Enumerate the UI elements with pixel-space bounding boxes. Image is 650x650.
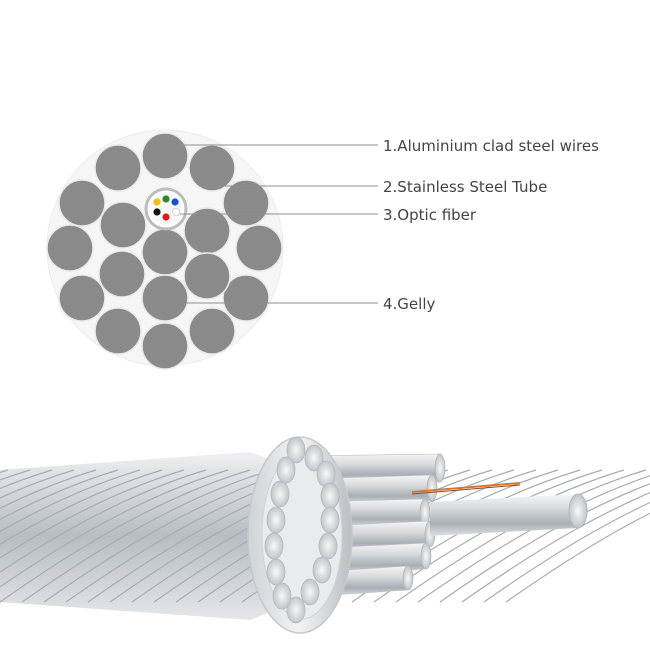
inner-wire-rod-end	[402, 565, 414, 591]
strand-line	[0, 469, 251, 603]
steel-wire	[188, 307, 236, 355]
strand-line	[417, 475, 650, 603]
steel-wire	[141, 228, 189, 276]
strand-line	[0, 469, 141, 533]
steel-wire	[141, 322, 189, 370]
steel-wire	[183, 252, 231, 300]
cable-3d-illustration	[0, 436, 650, 634]
cut-end-wire-face	[286, 596, 306, 624]
cut-end-wire-face	[264, 532, 284, 560]
steel-wire	[99, 201, 147, 249]
optic-fiber-core	[162, 195, 170, 203]
steel-wire	[222, 274, 270, 322]
strand-line	[0, 469, 207, 573]
steel-wire	[58, 179, 106, 227]
strand-line	[505, 512, 650, 603]
strand-line	[21, 469, 273, 603]
steel-wire	[58, 274, 106, 322]
label-stainless-steel-tube: 2.Stainless Steel Tube	[383, 178, 547, 196]
strand-line	[483, 501, 650, 603]
steel-wire	[188, 144, 236, 192]
label-aluminium-clad-steel-wires: 1.Aluminium clad steel wires	[383, 137, 599, 155]
steel-wire	[222, 179, 270, 227]
stainless-steel-tube	[144, 187, 188, 231]
label-optic-fiber: 3.Optic fiber	[383, 206, 477, 224]
strand-line	[0, 469, 229, 588]
inner-wire-rod-end	[434, 453, 446, 483]
cut-end-wire-face	[286, 436, 306, 464]
strand-line	[439, 483, 650, 603]
cut-end-wire-face	[318, 532, 338, 560]
optic-fiber-core	[162, 213, 170, 221]
cable-cross-section	[46, 129, 284, 370]
inner-wire-rod-end	[420, 542, 432, 570]
cut-end-wire-faces	[264, 436, 340, 624]
label-gelly: 4.Gelly	[383, 295, 435, 313]
strand-line	[461, 492, 650, 603]
strand-line	[0, 469, 97, 509]
cut-end-wire-face	[312, 556, 332, 584]
aluminium-clad-steel-wire-group	[46, 132, 283, 370]
optic-fiber-strand	[411, 482, 521, 495]
optic-fiber-core	[171, 198, 179, 206]
steel-wire	[141, 274, 189, 322]
cut-end-wire-face	[270, 480, 290, 508]
cut-end-wire-face	[272, 582, 292, 610]
cut-end-wire-face	[320, 506, 340, 534]
steel-wire	[46, 224, 94, 272]
cut-end-wire-face	[266, 558, 286, 586]
inner-wire-rod-end	[426, 474, 438, 502]
steel-wire	[235, 224, 283, 272]
cut-end-wire-face	[276, 456, 296, 484]
strand-line	[0, 469, 185, 559]
steel-wire	[98, 250, 146, 298]
strand-line	[0, 469, 75, 499]
leader-lines	[178, 144, 378, 304]
cut-end-wire-face	[266, 506, 286, 534]
optic-fiber-core	[171, 207, 180, 216]
optic-fiber-bundle	[153, 195, 180, 221]
steel-wire	[94, 307, 142, 355]
optic-fiber-core	[153, 198, 161, 206]
strand-line	[0, 469, 119, 521]
component-labels: 1.Aluminium clad steel wires 2.Stainless…	[383, 137, 599, 313]
strand-line	[0, 469, 163, 546]
strand-line	[0, 469, 53, 490]
steel-wire	[94, 144, 142, 192]
cut-end-wire-face	[304, 444, 324, 472]
steel-wire	[141, 132, 189, 180]
steel-wire	[183, 207, 231, 255]
stainless-steel-tube-rod	[430, 493, 588, 536]
cut-end-wire-face	[320, 482, 340, 510]
cut-end-wire-face	[300, 578, 320, 606]
optic-fiber-core	[153, 208, 161, 216]
